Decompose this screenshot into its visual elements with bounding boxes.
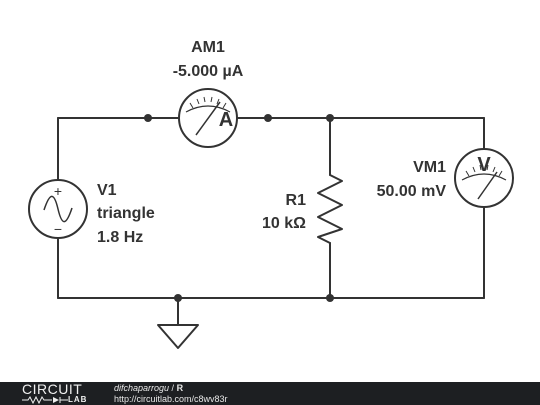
junction-dot bbox=[174, 294, 182, 302]
junction-dot bbox=[264, 114, 272, 122]
resistor-name-label: R1 bbox=[285, 192, 306, 209]
source-waveform-label: triangle bbox=[97, 205, 155, 222]
ammeter-reading-label: -5.000 µA bbox=[172, 63, 244, 80]
ammeter-name-label: AM1 bbox=[191, 39, 225, 56]
source-minus-sign: − bbox=[54, 221, 62, 237]
logo-text-circuit: CIRCUIT bbox=[22, 381, 83, 397]
voltmeter-symbol: V bbox=[454, 148, 514, 208]
source-frequency-label: 1.8 Hz bbox=[97, 229, 144, 246]
circuitlab-logo[interactable]: CIRCUIT LAB bbox=[20, 382, 98, 405]
credit-separator: / bbox=[169, 383, 177, 393]
voltage-source-symbol: + − bbox=[28, 179, 88, 239]
author-link[interactable]: difchaparrogu bbox=[114, 383, 170, 393]
circuit-title[interactable]: R bbox=[176, 383, 184, 393]
source-name-label: V1 bbox=[97, 182, 117, 199]
junction-dot bbox=[326, 294, 334, 302]
resistor-value-label: 10 kΩ bbox=[262, 215, 306, 232]
junction-dot bbox=[144, 114, 152, 122]
source-plus-sign: + bbox=[54, 183, 62, 199]
junction-dot bbox=[326, 114, 334, 122]
schematic-canvas: A V + − AM1 -5.000 µA V1 triangle 1.8 Hz… bbox=[28, 39, 514, 349]
ammeter-letter: A bbox=[219, 109, 233, 131]
logo-wave-icon bbox=[22, 396, 68, 404]
ground-symbol bbox=[157, 324, 199, 349]
voltmeter-reading-label: 50.00 mV bbox=[376, 183, 446, 200]
ammeter-symbol: A bbox=[178, 88, 238, 148]
footer-credit: difchaparrogu / R bbox=[114, 383, 183, 394]
footer-bar: CIRCUIT LAB difchaparrogu / R http://cir… bbox=[0, 382, 540, 405]
circuit-url-link[interactable]: http://circuitlab.com/c8wv83r bbox=[114, 394, 228, 404]
logo-text-lab: LAB bbox=[68, 395, 88, 404]
voltmeter-name-label: VM1 bbox=[413, 159, 446, 176]
voltmeter-letter: V bbox=[477, 154, 491, 176]
resistor-symbol bbox=[317, 174, 343, 244]
circuit-diagram: A V + − bbox=[28, 88, 514, 349]
